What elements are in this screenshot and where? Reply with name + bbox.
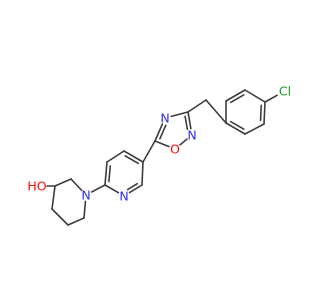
bond-ox_o1-ox5 <box>154 140 170 148</box>
atom-label-ox_o1: O <box>170 142 180 157</box>
bond-ch2-ox3 <box>187 99 207 113</box>
bond-layer <box>46 89 278 226</box>
bond-b3-b4-second-line <box>230 120 245 130</box>
bond-b1-b2-second-line <box>259 104 263 122</box>
bond-Cl-b1 <box>264 94 278 103</box>
atom-label-oh: HO <box>27 179 46 194</box>
bond-ox5-p5 <box>142 140 156 163</box>
bond-pip5-pip6 <box>67 217 85 226</box>
bond-b2-b3 <box>244 123 265 135</box>
bond-p3-p2-second-line <box>108 165 112 183</box>
bond-ox5-ox_n4-second-line <box>159 124 167 140</box>
atom-label-pip_n: N <box>81 188 90 203</box>
bond-ox_n4-ox3 <box>170 111 189 118</box>
atom-label-Cl: Cl <box>279 84 291 99</box>
atom-label-p_n1: N <box>119 189 128 204</box>
atom-label-ox_n4: N <box>160 111 169 126</box>
bond-b6-b1 <box>244 89 266 103</box>
bond-p4-p3 <box>106 150 125 163</box>
bond-pip6-pip_n <box>83 200 87 219</box>
bond-pip3-pip4 <box>51 185 56 210</box>
bond-b5-b6-second-line <box>230 94 245 104</box>
bond-p5-p4-second-line <box>124 155 139 165</box>
bond-p2-p_n1 <box>104 184 120 194</box>
bond-b5-b6 <box>225 89 246 102</box>
bond-b3-b4 <box>225 122 246 135</box>
atom-label-ox_n2: N <box>187 128 196 143</box>
bond-p6-p5 <box>141 161 144 186</box>
bond-ox_n2-ox_o1 <box>179 138 188 146</box>
bond-p5-p4 <box>123 150 144 163</box>
bond-p2-pip_n <box>90 184 106 193</box>
bond-b1-b2 <box>263 101 266 125</box>
bond-b4-ch2 <box>205 99 227 124</box>
bond-ox3-ox_n2 <box>187 111 192 130</box>
bond-pip2-pip3 <box>54 178 72 187</box>
bond-ox5-ox_n4 <box>154 123 164 142</box>
bond-pip_n-pip2 <box>70 178 83 192</box>
bond-p_n1-p6-second-line <box>126 182 139 191</box>
bond-pip4-pip5 <box>51 208 69 226</box>
bond-p_n1-p6 <box>128 184 143 194</box>
bond-p3-p2 <box>104 161 108 186</box>
bond-ox3-ox_n2-second-line <box>184 115 189 131</box>
